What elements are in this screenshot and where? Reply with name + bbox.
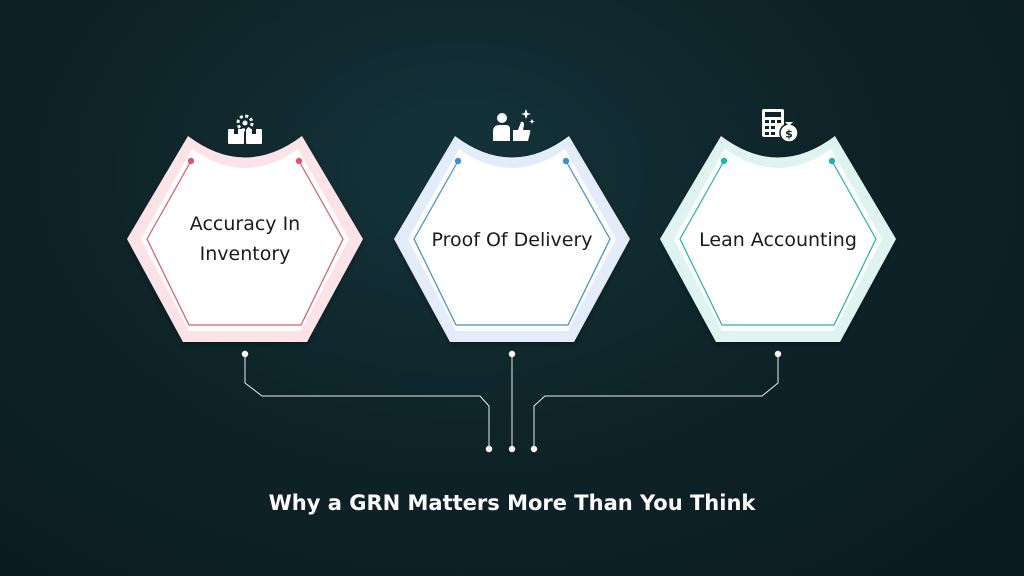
- hex-accent-line: [146, 160, 344, 326]
- connector-dots: [241, 350, 782, 453]
- connector-right: [533, 354, 779, 448]
- connector-dot-bottom-left: [485, 445, 493, 453]
- connector-dot-bottom-right: [530, 445, 538, 453]
- warehouse-gear-icon: [228, 114, 262, 144]
- accent-dot-right: [562, 157, 570, 165]
- accent-dot-left: [454, 157, 462, 165]
- svg-text:$: $: [785, 128, 793, 141]
- hex-accent-line: [679, 160, 877, 326]
- hex-accent-line: [413, 160, 611, 326]
- hex-inner: [408, 149, 616, 331]
- accent-dot-left: [720, 157, 728, 165]
- calculator-money-bag-icon: $: [762, 109, 799, 143]
- connector-dot-top-right: [774, 350, 782, 358]
- accent-dot-right: [295, 157, 303, 165]
- card-label-line-1: Lean Accounting: [699, 229, 857, 251]
- connector-dot-bottom-center: [508, 445, 516, 453]
- connector-dot-top-center: [508, 350, 516, 358]
- card-label-line-2: Inventory: [200, 243, 291, 265]
- accent-dot-left: [187, 157, 195, 165]
- card-proof-of-delivery: Proof Of Delivery: [394, 109, 630, 342]
- accent-dot-right: [828, 157, 836, 165]
- hex-inner: [674, 149, 882, 331]
- connector-dot-top-left: [241, 350, 249, 358]
- card-label-line-1: Accuracy In: [190, 213, 300, 235]
- person-thumbs-up-icon: [493, 109, 535, 141]
- card-label-line-1: Proof Of Delivery: [431, 229, 592, 251]
- connector-left: [244, 354, 490, 448]
- connector-lines: [244, 354, 779, 448]
- card-lean-accounting: Lean Accounting $: [660, 109, 896, 342]
- card-accuracy-in-inventory: Accuracy In Inventory: [127, 114, 363, 342]
- hex-inner: [141, 149, 349, 331]
- diagram-title: Why a GRN Matters More Than You Think: [269, 491, 757, 515]
